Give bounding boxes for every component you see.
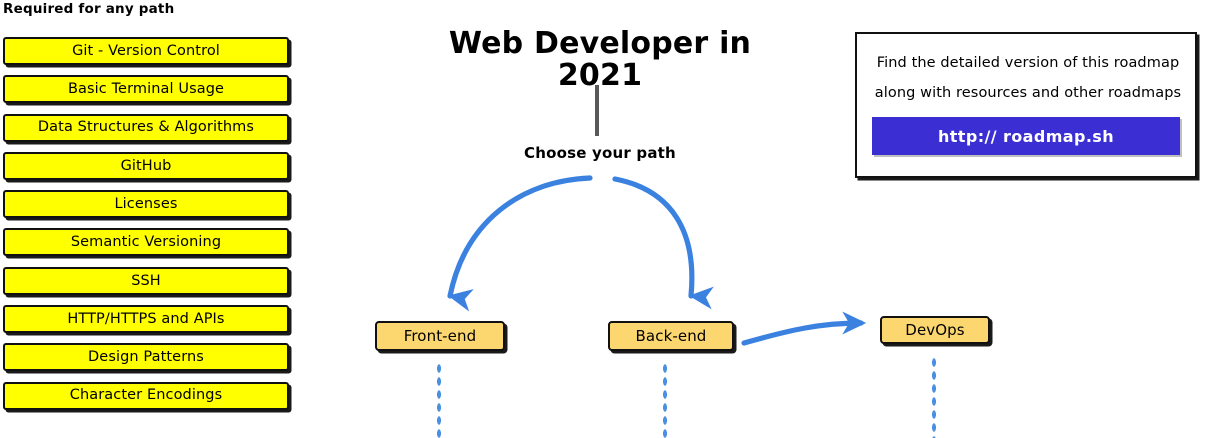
roadmap-card-line-2: along with resources and other roadmaps [874, 85, 1182, 101]
required-topic-design-patterns[interactable]: Design Patterns [3, 343, 289, 372]
required-topic-label: SSH [131, 272, 161, 289]
dotted-trail-frontend [436, 362, 442, 438]
required-section-header: Required for any path [3, 1, 175, 17]
required-topic-label: Data Structures & Algorithms [37, 119, 255, 136]
arrow-to-backend [612, 176, 714, 310]
required-topic-http-https-and-apis[interactable]: HTTP/HTTPS and APIs [3, 305, 289, 334]
title-stem-connector [595, 85, 599, 136]
roadmap-link-button-label: http:// roadmap.sh [937, 126, 1115, 146]
required-topic-label: Character Encodings [69, 387, 223, 404]
required-topic-label: Git - Version Control [72, 42, 220, 59]
path-node-label: Front-end [403, 326, 477, 345]
page-title: Web Developer in 2021 [424, 28, 776, 91]
required-topic-label: Licenses [114, 195, 178, 212]
required-topic-label: Semantic Versioning [70, 234, 222, 251]
path-node-frontend[interactable]: Front-end [375, 321, 505, 351]
required-topic-label: GitHub [120, 157, 172, 174]
path-node-label: Back-end [635, 326, 707, 345]
required-topic-data-structures-algorithms[interactable]: Data Structures & Algorithms [3, 113, 289, 142]
dotted-trail-backend [662, 362, 668, 438]
required-topic-label: Design Patterns [88, 349, 204, 366]
required-topic-semantic-versioning[interactable]: Semantic Versioning [3, 228, 289, 257]
roadmap-info-card: Find the detailed version of this roadma… [855, 32, 1197, 178]
roadmap-link-button[interactable]: http:// roadmap.sh [872, 117, 1180, 155]
required-topic-label: Basic Terminal Usage [67, 81, 225, 98]
dotted-trail-devops [931, 356, 937, 438]
choose-your-path-label: Choose your path [524, 144, 676, 162]
required-topic-github[interactable]: GitHub [3, 151, 289, 180]
required-topic-ssh[interactable]: SSH [3, 266, 289, 295]
path-node-backend[interactable]: Back-end [608, 321, 734, 351]
required-topic-character-encodings[interactable]: Character Encodings [3, 381, 289, 410]
path-node-devops[interactable]: DevOps [880, 316, 990, 344]
page-title-text: Web Developer in 2021 [448, 26, 752, 93]
arrow-backend-to-devops [741, 311, 867, 346]
arrow-to-frontend [447, 175, 593, 312]
required-topic-git[interactable]: Git - Version Control [3, 37, 289, 65]
roadmap-card-line-1: Find the detailed version of this roadma… [876, 55, 1180, 71]
required-topics-list: Git - Version Control Basic Terminal Usa… [3, 37, 289, 420]
required-topic-label: HTTP/HTTPS and APIs [67, 310, 225, 327]
required-topic-basic-terminal-usage[interactable]: Basic Terminal Usage [3, 75, 289, 104]
path-node-label: DevOps [905, 320, 965, 339]
required-topic-licenses[interactable]: Licenses [3, 190, 289, 219]
